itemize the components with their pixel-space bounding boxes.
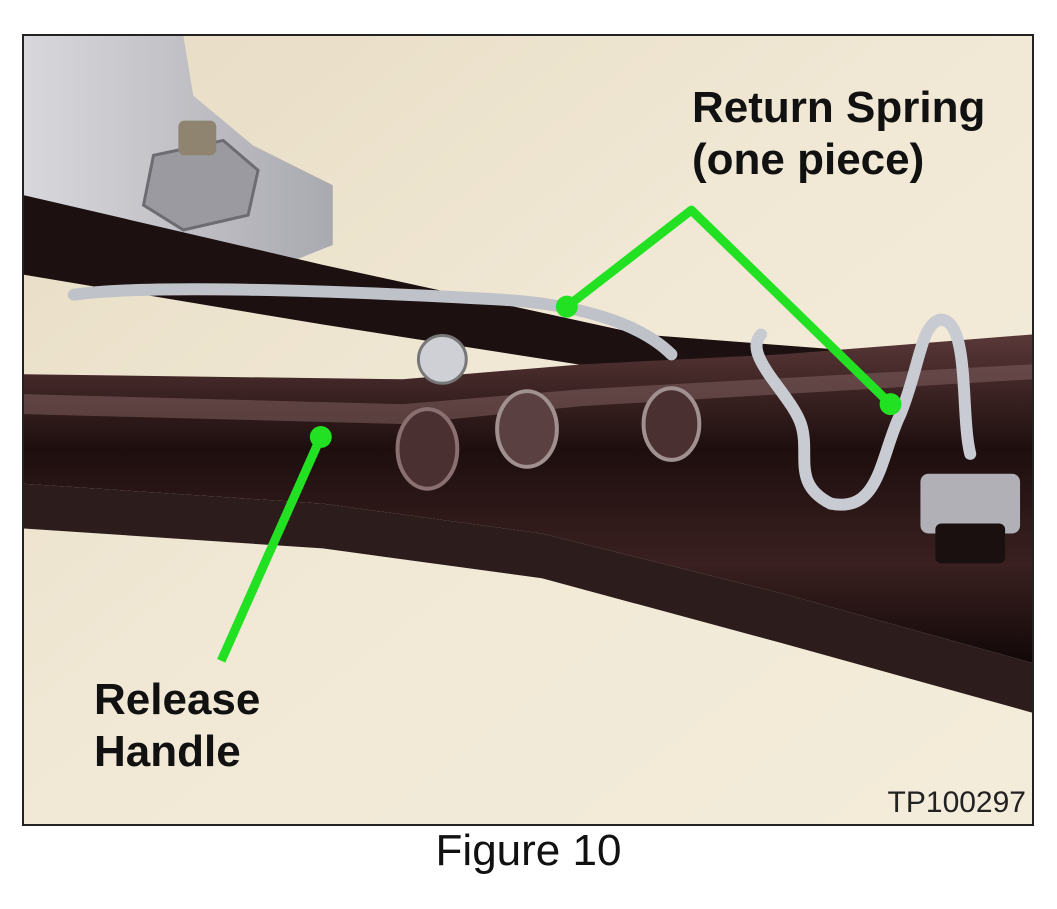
release-handle-callout-dot [309,426,332,448]
photo-seat-release-mechanism [24,36,1032,824]
return-spring-label-line2: (one piece) [692,134,925,184]
bracket-nut [141,138,260,232]
return-spring-coil [750,313,977,511]
return-spring-label: Return Spring (one piece) [692,82,985,186]
figure-caption: Figure 10 [435,826,622,875]
figure-frame: Return Spring (one piece) Release Handle… [22,34,1034,826]
small-washer [416,333,468,385]
rivet-3 [641,386,702,462]
release-handle-callout-line [217,435,325,663]
return-spring-label-line1: Return Spring [692,83,986,132]
release-handle-label-line1: Release [94,675,261,724]
return-spring-wire [67,283,678,361]
rivet-1 [395,407,460,491]
bracket-bolt [178,120,217,156]
latch-slot [935,523,1006,564]
return-spring-callout-dot-2 [879,393,902,416]
latch-plate [920,473,1021,534]
release-handle-label-line2: Handle [94,726,241,776]
image-code: TP100297 [887,786,1026,819]
return-spring-callout-dot-1 [555,295,578,318]
return-spring-callout-line [564,205,894,408]
rivet-2 [495,389,559,469]
release-handle-label: Release Handle [94,674,260,778]
